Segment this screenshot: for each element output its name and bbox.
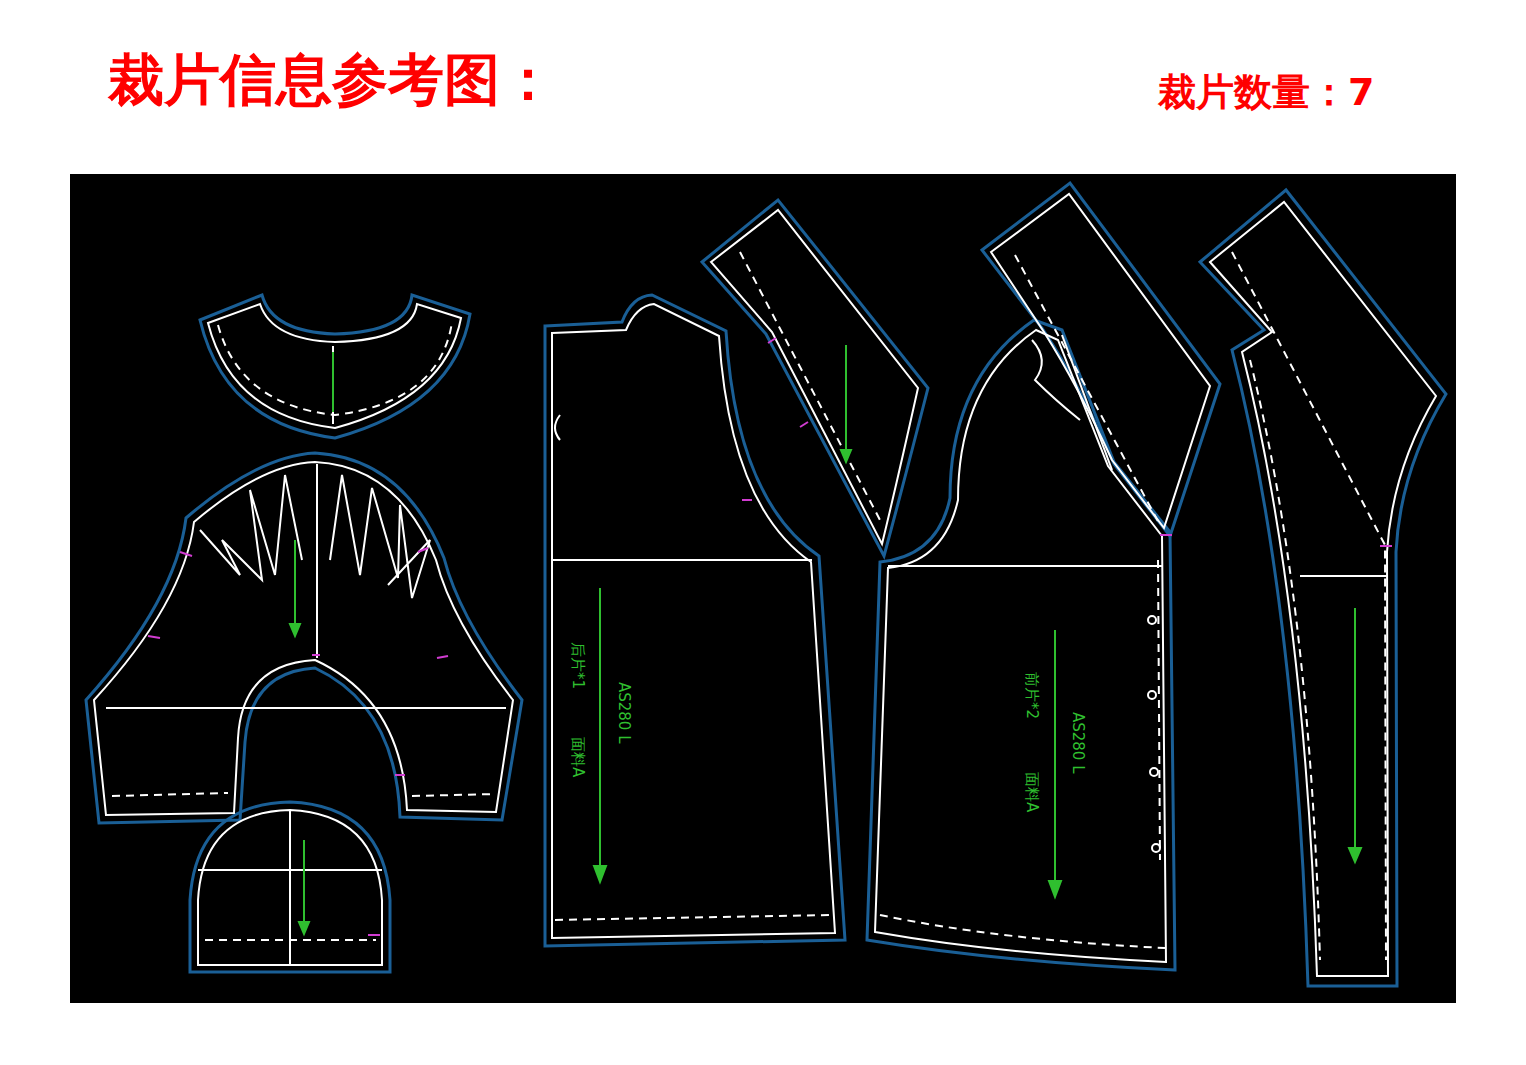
hem-lines [112,252,1386,960]
page-title: 裁片信息参考图： [108,52,556,108]
piece-label: 后片*1 [569,640,586,691]
notches [148,338,1392,935]
construction-lines [106,335,1387,965]
cut-outlines [86,183,1446,986]
cad-panel [70,174,1456,1003]
fabric-label: 面料A [1023,770,1040,814]
style-size: AS280 L [1069,710,1086,776]
piece-count: 裁片数量：7 [1158,73,1374,111]
piece-label: 前片*2 [1023,670,1040,721]
style-size: AS280 L [615,680,632,746]
fabric-label: 面料A [569,735,586,779]
grainlines [290,345,1361,934]
seam-outlines [94,194,1436,976]
buttonholes [555,415,1160,852]
